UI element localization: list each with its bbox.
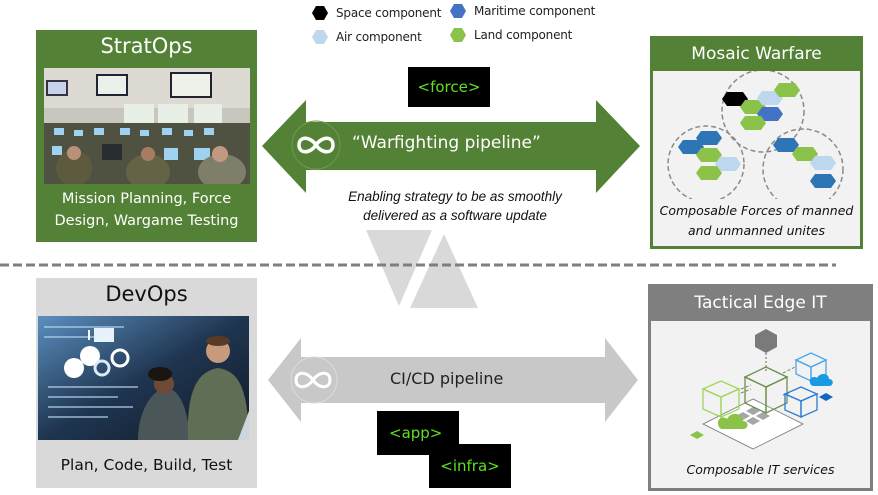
down-arrow-triangle	[366, 230, 432, 306]
cicd-pipeline-arrow	[268, 338, 638, 422]
force-group-right	[773, 138, 836, 188]
tactical-title: Tactical Edge IT	[694, 293, 827, 313]
caption-line: Mission Planning, Force	[61, 191, 232, 207]
infinity-icon	[294, 371, 332, 389]
central-cube	[743, 366, 789, 415]
flow-triangles	[366, 230, 478, 308]
mosaic-title: Mosaic Warfare	[691, 44, 822, 64]
subtitle-line: Enabling strategy to be as smoothly	[348, 189, 562, 204]
tactical-edge-it-panel: Tactical Edge IT Composable IT servi	[648, 284, 873, 491]
caption-line: and unmanned unites	[687, 223, 826, 238]
subtitle-line: delivered as a software update	[363, 208, 547, 223]
hexagon-icon	[450, 4, 466, 18]
legend-label: Land component	[474, 28, 573, 42]
force-code-box: <force>	[408, 67, 490, 107]
mosaic-caption: Composable Forces of manned and unmanned…	[653, 201, 860, 241]
green-diamond	[690, 431, 704, 439]
hexagon-icon	[450, 28, 466, 42]
mosaic-header	[653, 39, 860, 71]
tactical-caption: Composable IT services	[686, 462, 835, 477]
green-cloud-icon	[717, 413, 748, 429]
app-code-box: <app>	[377, 411, 459, 455]
composable-forces-illustration	[667, 71, 844, 199]
caption-line: Composable Forces of manned	[659, 203, 854, 218]
up-arrow-triangle	[410, 234, 478, 308]
force-group-circle	[721, 71, 805, 153]
stratops-caption: Mission Planning, Force Design, Wargame …	[36, 188, 257, 232]
legend-item-land: Land component	[450, 28, 572, 42]
section-divider	[0, 263, 836, 267]
stratops-panel: StratOps Mission Planning, Force Design,…	[36, 30, 257, 242]
composable-it-illustration	[690, 329, 833, 450]
operations-center-photo	[44, 68, 250, 184]
force-group-circle	[667, 125, 745, 199]
devops-caption: Plan, Code, Build, Test	[60, 456, 233, 474]
infra-code-box: <infra>	[429, 444, 511, 488]
pipeline-subtitle: Enabling strategy to be as smoothly deli…	[300, 187, 610, 225]
developers-hologram-photo	[38, 316, 249, 440]
legend-item-maritime: Maritime component	[450, 4, 595, 18]
caption-line: Design, Wargame Testing	[54, 213, 239, 229]
hexagon-icon	[312, 30, 328, 44]
warfighting-pipeline-label: “Warfighting pipeline”	[352, 133, 541, 153]
blue-diamond	[819, 393, 833, 401]
legend-item-air: Air component	[312, 30, 422, 44]
blue-cloud-icon	[809, 373, 833, 386]
force-group-circle	[762, 128, 844, 199]
tactical-header	[651, 287, 870, 321]
legend-label: Space component	[336, 6, 442, 20]
cicd-pipeline-label: CI/CD pipeline	[390, 369, 504, 388]
devops-panel: DevOps Plan, Code, Build, Test	[36, 278, 257, 488]
bottom-right-cube	[783, 386, 819, 418]
hexagon-icon	[312, 6, 328, 20]
warfighting-pipeline-arrow	[262, 100, 640, 193]
stratops-title: StratOps	[100, 34, 193, 58]
devops-title: DevOps	[105, 282, 188, 306]
legend-label: Air component	[336, 30, 422, 44]
left-cube	[701, 380, 741, 419]
legend-item-space: Space component	[312, 6, 441, 20]
mosaic-warfare-panel: Mosaic Warfare C	[650, 36, 863, 249]
force-group-top	[722, 83, 800, 130]
hexagon-node	[755, 329, 777, 353]
infinity-icon	[297, 136, 335, 154]
legend-label: Maritime component	[474, 4, 596, 18]
